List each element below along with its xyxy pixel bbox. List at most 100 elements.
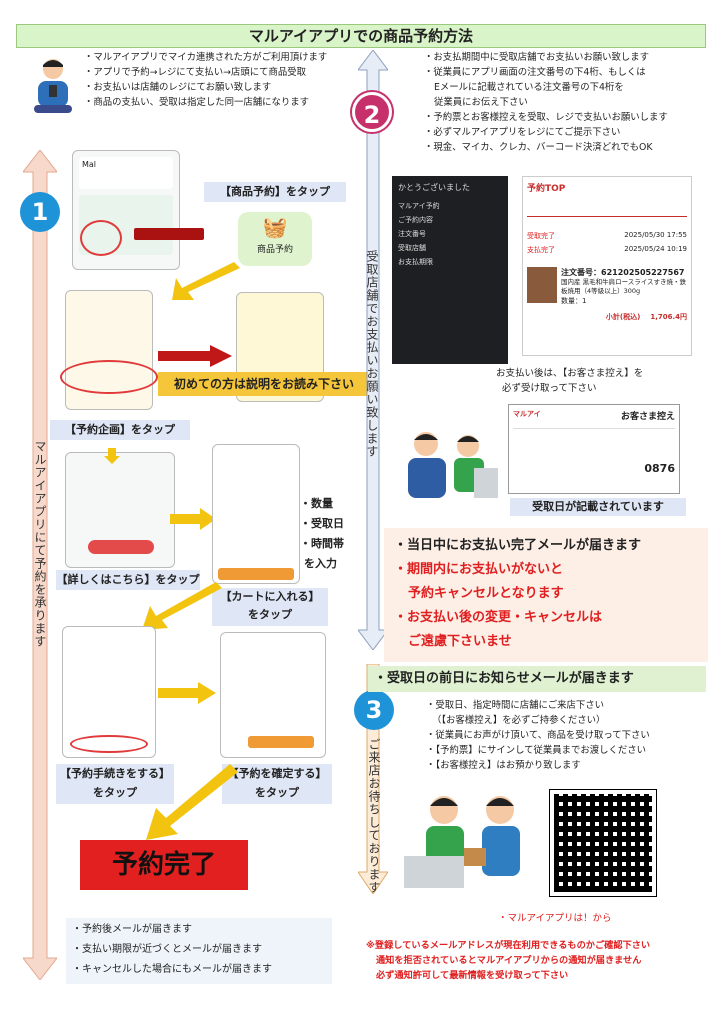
arrow-right-icon	[134, 228, 204, 240]
email-line: ご予約内容	[398, 216, 433, 224]
step2-arrow	[357, 49, 389, 651]
product-reserve-label: 商品予約	[256, 245, 293, 255]
pickup-item: 【予約票】にサインして従業員までお渡しください	[426, 743, 650, 758]
receipt-caption: お支払い後は、【お客さま控え】を 必ず受け取って下さい	[496, 366, 643, 396]
arrow-right-icon	[158, 345, 232, 367]
tap-procedure-label: 【予約手続きをする】 をタップ	[56, 764, 174, 804]
step1-side-text: マルアイアプリにて予約を承ります	[33, 440, 47, 648]
step-number-1: 1	[20, 192, 60, 232]
email-line: 受取店舗	[398, 244, 426, 252]
input-list: 数量 受取日 時間帯 を入力	[300, 494, 344, 574]
step-number-3: 3	[354, 690, 394, 730]
arrow-right-icon	[170, 508, 216, 530]
details-button[interactable]	[88, 540, 154, 554]
after-reserve-item: 予約後メールが届きます	[72, 920, 326, 940]
pickup-item: 【お客様控え】はお預かり致します	[426, 758, 650, 773]
date-received: 2025/05/30 17:55	[624, 231, 687, 239]
diagonal-arrow	[172, 260, 242, 300]
pay-info-item: 従業員にお伝え下さい	[434, 97, 528, 108]
order-screen: 予約TOP 受取完了 2025/05/30 17:55 支払完了 2025/05/2…	[522, 176, 692, 356]
tap-product-label: 【商品予約】をタップ	[204, 182, 346, 202]
pay-notice-0: 当日中にお支払い完了メールが届きます	[394, 534, 698, 558]
pay-notices: 当日中にお支払い完了メールが届きます 期間内にお支払いがないと 予約キャンセルと…	[384, 528, 708, 662]
tap-cart-line2: をタップ	[248, 608, 292, 621]
tap-cart-line1: 【カートに入れる】	[220, 590, 320, 603]
intro-list: マルアイアプリでマイカ連携された方がご利用頂けます アプリで予約→レジにて支払い…	[84, 50, 327, 110]
intro-item: マルアイアプリでマイカ連携された方がご利用頂けます	[84, 50, 327, 65]
order-number: 注文番号：621202505227567	[561, 268, 685, 277]
email-line: お支払期限	[398, 258, 433, 266]
input-item: を入力	[304, 557, 337, 570]
email-line: 注文番号	[398, 230, 426, 238]
pay-notice-2: 予約キャンセルとなります	[408, 586, 564, 601]
pay-info-item: 現金、マイカ、クレカ、バーコード決済どれでもOK	[424, 140, 668, 155]
tap-details-label: 【詳しくはこちら】をタップ	[56, 570, 200, 590]
pay-info-list: お支払期間中に受取店舗でお支払いお願い致します 従業員にアプリ画面の注文番号の下…	[424, 50, 668, 155]
confirm-button[interactable]	[248, 736, 314, 748]
step2-side-text: 受取店舗でお支払いお願い致します	[365, 250, 379, 458]
status-received: 受取完了	[527, 232, 555, 240]
order-top-label[interactable]: 予約TOP	[527, 184, 566, 194]
cart-screen	[212, 444, 300, 584]
page-title: マルアイアプリでの商品予約方法	[16, 24, 706, 48]
pay-info-item: Eメールに記載されている注文番号の下4桁を	[434, 82, 624, 93]
notice-bar: ・受取日の前日にお知らせメールが届きます	[368, 666, 706, 692]
input-item: 受取日	[300, 514, 344, 534]
pay-notice-4: ご遠慮下さいませ	[408, 634, 512, 649]
receipt-number: 0876	[644, 462, 675, 475]
receipt-heading: お客さま控え	[620, 412, 675, 422]
receipt-caption-line1: お支払い後は、【お客さま控え】を	[496, 368, 644, 379]
receipt-image: マルアイ お客さま控え 0876	[508, 404, 680, 494]
item-name: 国内産 黒毛和牛肩ロースライスすき焼・鉄板焼用（4等級以上）300g	[561, 278, 687, 295]
product-image	[527, 267, 557, 303]
email-screen: かとうございました マルアイ予約 ご予約内容 注文番号 受取店舗 お支払期限	[392, 176, 508, 364]
receipt-brand: マルアイ	[513, 410, 541, 418]
pickup-item: （【お客様控え】を必ずご持参ください）	[432, 715, 606, 726]
footer-note: ※登録しているメールアドレスが現在利用できるものかご確認下さい 通知を拒否されて…	[366, 938, 650, 983]
email-line: マルアイ予約	[398, 202, 440, 210]
step-number-2: 2	[352, 92, 392, 132]
highlight-circle	[80, 220, 122, 256]
footer-line: ※登録しているメールアドレスが現在利用できるものかご確認下さい	[366, 940, 651, 951]
add-to-cart-button[interactable]	[218, 568, 294, 580]
user-phone-illustration	[30, 55, 76, 115]
tap-confirm-line2: をタップ	[255, 786, 299, 799]
arrow-right-icon	[158, 682, 216, 704]
product-reserve-button[interactable]: 🧺 商品予約	[238, 212, 312, 266]
pay-notice-3: お支払い後の変更・キャンセルは	[394, 606, 698, 630]
tap-campaign-label: 【予約企画】をタップ	[50, 420, 190, 440]
intro-item: お支払いは店舗のレジにてお願い致します	[84, 80, 327, 95]
after-reserve-item: 支払い期限が近づくとメールが届きます	[72, 940, 326, 960]
reservation-complete-badge: 予約完了	[80, 840, 248, 890]
pay-notice-1: 期間内にお支払いがないと	[394, 558, 698, 582]
highlight-circle	[70, 735, 148, 753]
footer-line: 必ず通知許可して最新情報を受け取って下さい	[376, 970, 569, 981]
basket-icon: 🧺	[262, 215, 288, 239]
subtotal-label: 小計(税込)	[605, 313, 641, 321]
intro-item: 商品の支払い、受取は指定した同一店舗になります	[84, 95, 327, 110]
email-header: かとうございました	[398, 183, 470, 192]
status-paid: 支払完了	[527, 246, 555, 254]
cashier-illustration	[396, 426, 500, 508]
app-qr-code[interactable]	[549, 789, 657, 897]
tap-cart-label: 【カートに入れる】 をタップ	[212, 588, 328, 626]
pay-info-item: お支払期間中に受取店舗でお支払いお願い致します	[424, 50, 668, 65]
step3-side-text: ご来店お待ちしております	[367, 738, 381, 894]
app-note: ・マルアイアプリは！から	[498, 913, 612, 924]
pay-info-item: 従業員にアプリ画面の注文番号の下4桁、もしくは	[424, 65, 668, 80]
receipt-caption-line2: 必ず受け取って下さい	[502, 383, 597, 394]
receipt-note: 受取日が記載されています	[510, 498, 686, 516]
tap-procedure-line2: をタップ	[93, 786, 137, 799]
step1-arrow	[21, 149, 59, 981]
tap-confirm-line1: 【予約を確定する】	[227, 767, 327, 780]
after-reserve-item: キャンセルした場合にもメールが届きます	[72, 960, 326, 980]
pickup-item: 受取日、指定時間に店舗にご来店下さい	[426, 698, 650, 713]
arrow-down-icon	[104, 448, 120, 464]
pay-info-item: 必ずマルアイアプリをレジにてご提示下さい	[424, 125, 668, 140]
diagonal-arrow	[138, 760, 238, 840]
pickup-info-list: 受取日、指定時間に店舗にご来店下さい （【お客様控え】を必ずご持参ください） 従…	[426, 698, 650, 773]
highlight-circle	[60, 360, 158, 394]
pickup-item: 従業員にお声がけ頂いて、商品を受け取って下さい	[426, 728, 649, 743]
input-item: 数量	[300, 494, 344, 514]
date-paid: 2025/05/24 10:19	[624, 245, 687, 253]
